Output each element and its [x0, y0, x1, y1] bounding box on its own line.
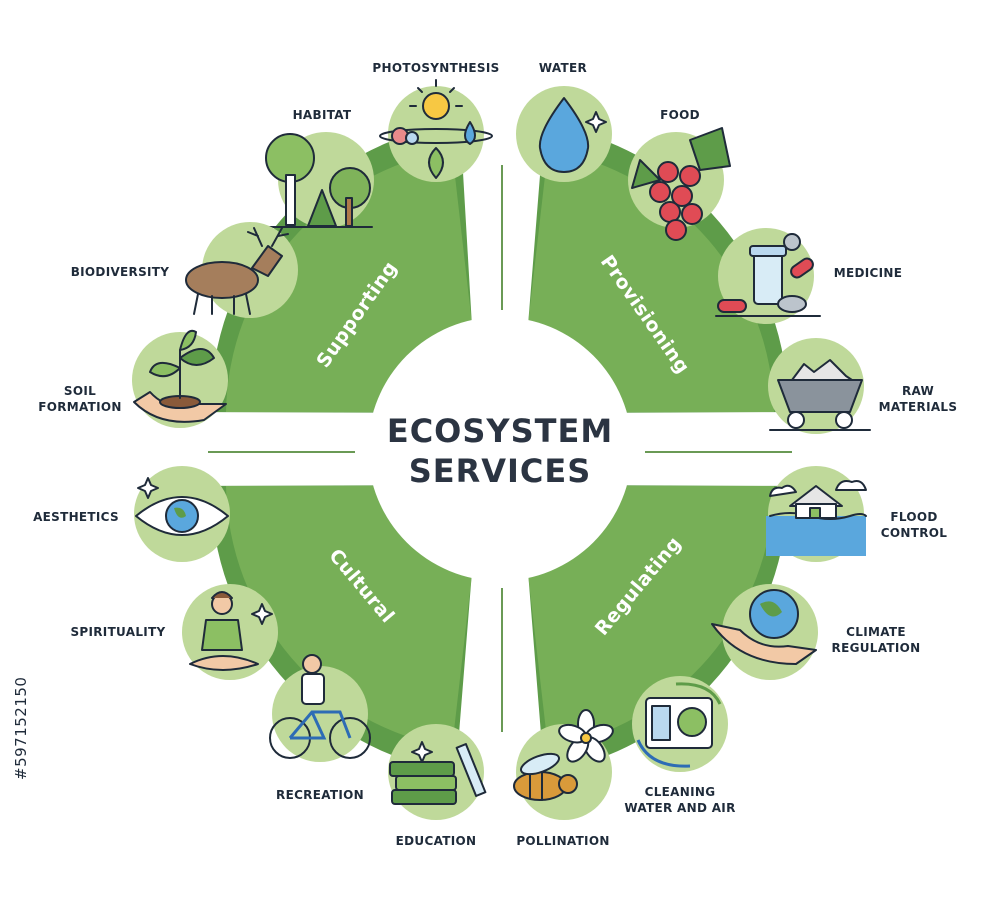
label-water: WATER — [539, 61, 587, 75]
label-photosynthesis: PHOTOSYNTHESIS — [372, 61, 499, 75]
air-filter-icon — [632, 676, 728, 772]
label-pollination: POLLINATION — [516, 834, 609, 848]
label-climate-regulation-1: CLIMATE — [846, 625, 906, 639]
sector-supporting — [210, 122, 473, 413]
label-cleaning-1: CLEANING — [645, 785, 716, 799]
label-flood-control-1: FLOOD — [890, 510, 937, 524]
center-disc — [368, 317, 632, 581]
bee-flower-icon — [513, 709, 614, 820]
bicycle-icon — [269, 654, 371, 762]
label-raw-materials-2: MATERIALS — [879, 400, 958, 414]
sector-regulating — [527, 485, 789, 773]
label-education: EDUCATION — [396, 834, 477, 848]
stock-id-watermark: #597152150 — [12, 677, 30, 780]
water-drop-icon — [516, 86, 612, 182]
label-cleaning-2: WATER AND AIR — [624, 801, 735, 815]
sector-provisioning — [527, 124, 789, 413]
label-soil-formation-2: FORMATION — [38, 400, 122, 414]
pills-icon — [715, 228, 821, 324]
label-flood-control-2: CONTROL — [881, 526, 947, 540]
grapes-icon — [628, 127, 731, 241]
label-recreation: RECREATION — [276, 788, 364, 802]
label-climate-regulation-2: REGULATION — [832, 641, 921, 655]
books-pencil-icon — [388, 724, 487, 820]
flooded-house-icon — [766, 466, 867, 562]
divider-lines — [208, 165, 792, 732]
sun-icon — [379, 79, 493, 182]
label-soil-formation-1: SOIL — [64, 384, 96, 398]
title-line-1: ECOSYSTEM — [387, 412, 613, 450]
sector-cultural — [210, 485, 473, 773]
label-food: FOOD — [660, 108, 700, 122]
reindeer-icon — [185, 222, 298, 318]
label-habitat: HABITAT — [293, 108, 352, 122]
label-medicine: MEDICINE — [834, 266, 902, 280]
label-biodiversity: BIODIVERSITY — [71, 265, 170, 279]
eye-globe-icon — [134, 466, 230, 562]
label-aesthetics: AESTHETICS — [33, 510, 119, 524]
globe-hand-icon — [711, 584, 818, 680]
label-raw-materials-1: RAW — [902, 384, 934, 398]
meditation-icon — [182, 584, 278, 680]
label-spirituality: SPIRITUALITY — [70, 625, 165, 639]
sprout-hand-icon — [132, 329, 228, 428]
title-line-2: SERVICES — [409, 452, 592, 490]
mine-cart-icon — [768, 338, 871, 434]
tree-icon — [265, 132, 374, 228]
